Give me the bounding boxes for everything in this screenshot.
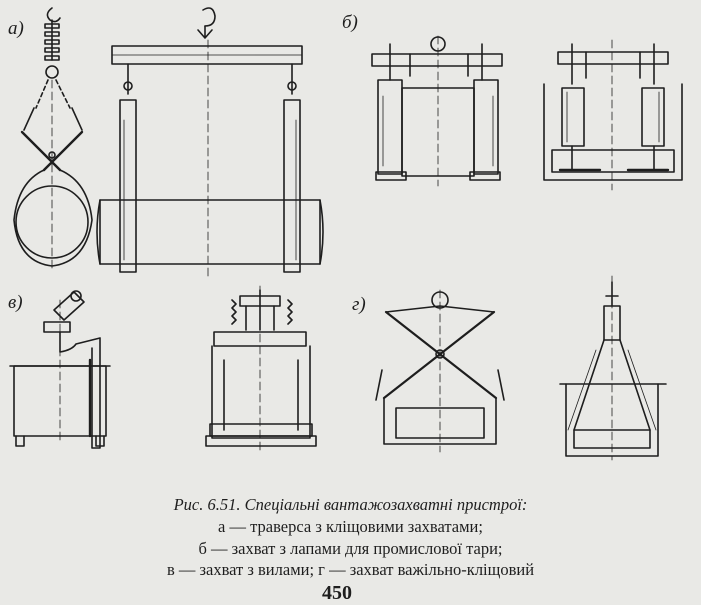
caption-line-vg: в — захват з вилами; г — захват важільно… (166, 560, 535, 579)
caption-line-b: б — захват з лапами для промислової тари… (198, 539, 503, 558)
drawing-a-traverse (96, 7, 324, 281)
drawing-g-right (559, 275, 667, 461)
caption-title: Рис. 6.51. Спеціальні вантажозахватні пр… (173, 495, 528, 514)
drawing-b-right (543, 39, 683, 191)
label-v: в) (8, 292, 23, 313)
label-a: а) (8, 18, 24, 39)
drawing-g-left (375, 289, 505, 453)
drawing-b-left (371, 35, 503, 187)
label-g: г) (352, 294, 366, 315)
drawing-v-right (205, 285, 317, 451)
drawing-v-left (9, 290, 111, 449)
caption-line-a: а — траверса з кліщовими захватами; (218, 517, 483, 536)
label-b: б) (342, 12, 358, 33)
drawing-a-tongs (13, 7, 93, 271)
